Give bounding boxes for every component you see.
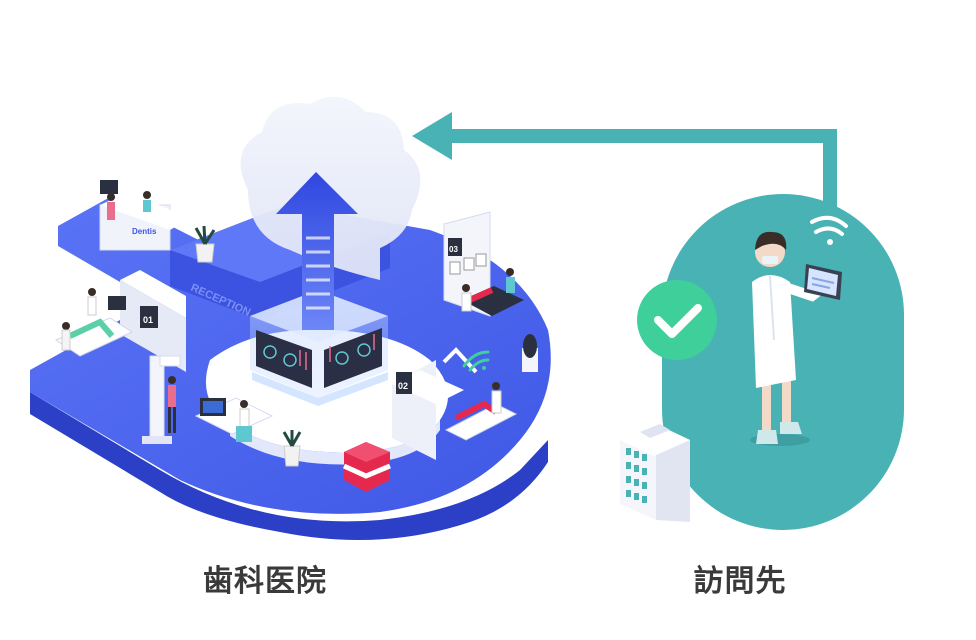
- clinic-label: 歯科医院: [203, 564, 327, 599]
- treatment-room-03: 03: [443, 211, 524, 317]
- doctor-with-tablet: [750, 231, 842, 446]
- clinic-illustration: RECEPTION Dentis 01: [30, 96, 551, 540]
- reception-desk: Dentis: [99, 180, 190, 251]
- treatment-room-01: 01: [54, 270, 186, 372]
- room-02-number: 02: [398, 381, 408, 391]
- wifi-signal-icon: [810, 215, 848, 245]
- building-icon: [620, 424, 690, 522]
- treatment-room-02: 02: [392, 347, 518, 460]
- lamp-icon: [522, 334, 538, 372]
- cloud-server: [250, 290, 388, 406]
- visit-site-label: 訪問先: [693, 564, 787, 599]
- plant-small: [282, 430, 302, 467]
- room-03-number: 03: [449, 245, 458, 254]
- visit-site-illustration: [620, 194, 904, 530]
- doctor-desk: [194, 397, 274, 442]
- check-icon: [637, 280, 717, 360]
- plant: [194, 225, 216, 263]
- upload-arrow-icon: [276, 172, 358, 330]
- arrow-head-left-icon: [412, 112, 452, 160]
- sync-arrow: [412, 112, 837, 230]
- dentis-sign: Dentis: [132, 227, 157, 236]
- platform-side: [30, 392, 548, 540]
- wifi-icon: [462, 350, 490, 372]
- dental-xray-unit: [142, 355, 181, 444]
- dentures-icon: [342, 442, 391, 492]
- room-01-number: 01: [143, 315, 153, 325]
